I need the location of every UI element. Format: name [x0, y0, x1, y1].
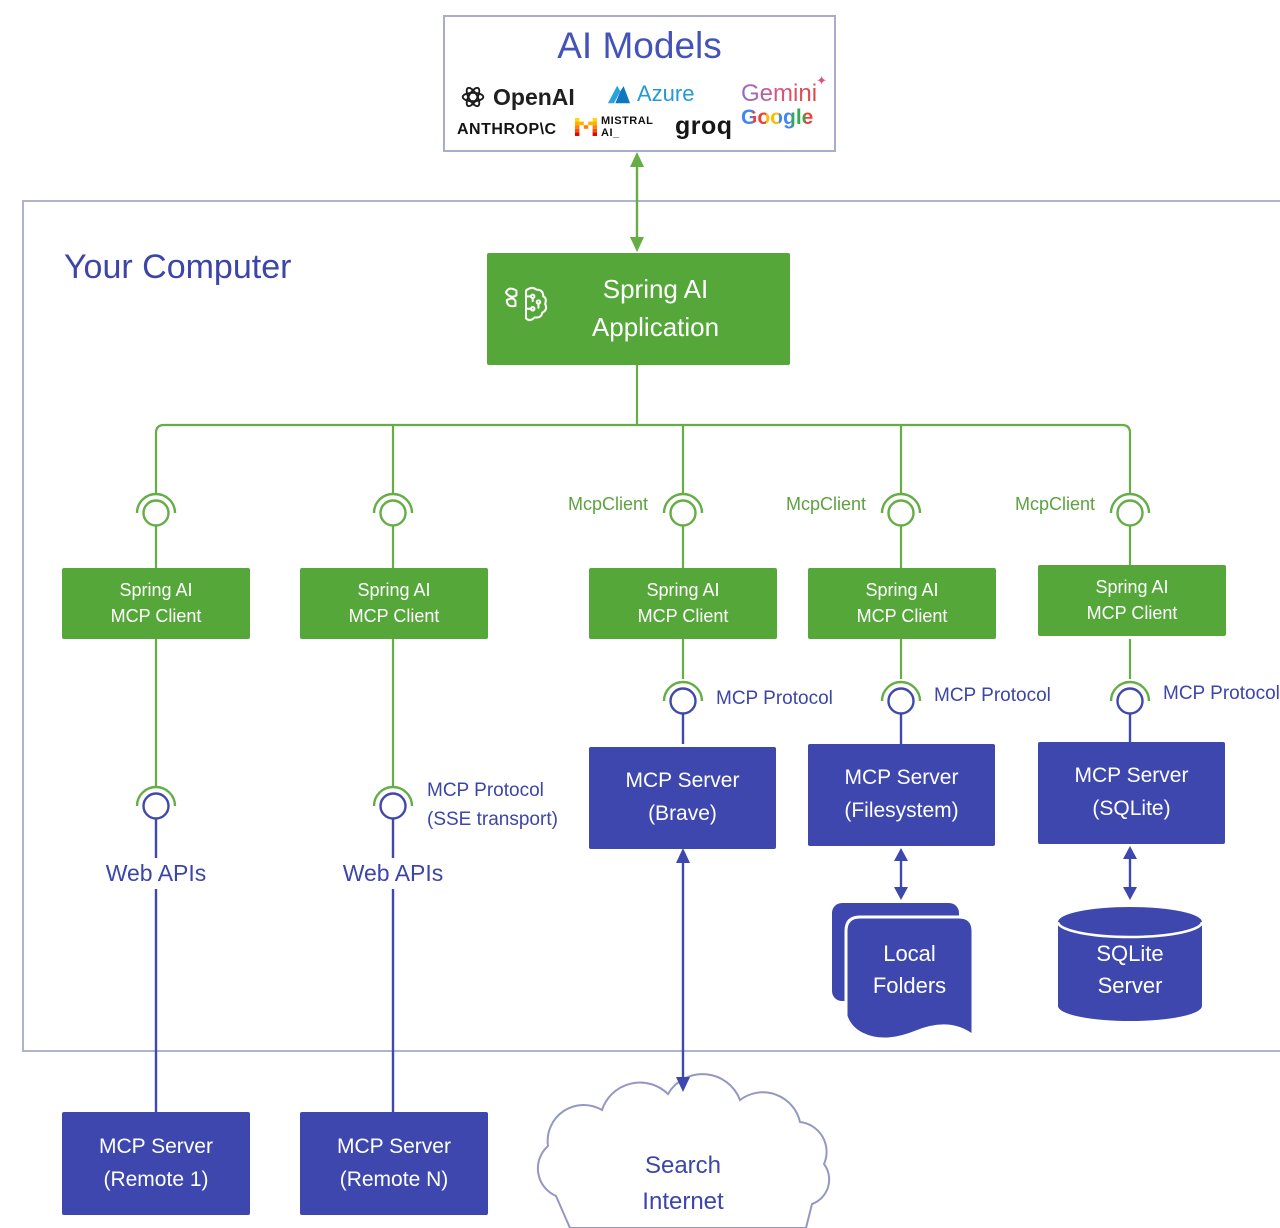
mcpclient-label-1: McpClient	[567, 494, 648, 514]
azure-logo: Azure	[607, 81, 694, 107]
google-logo-text: Google	[741, 107, 817, 129]
mcp-server-sqlite-box: MCP Server (SQLite)	[1038, 742, 1225, 844]
openai-logo: OpenAI	[459, 83, 575, 111]
mistral-logo-text-line1: MISTRAL	[601, 115, 654, 127]
spring-ai-application-box: Spring AI Application	[487, 253, 790, 365]
gemini-google-logo: Gemini ✦ Google	[741, 74, 827, 129]
mcp-client-box-1: Spring AI MCP Client	[62, 568, 250, 639]
green-tree-lines	[154, 365, 1132, 787]
mcpclient-label-3: McpClient	[1014, 494, 1095, 514]
mcp-client-box-5: Spring AI MCP Client	[1038, 565, 1226, 636]
gemini-logo-text: Gemini	[741, 80, 818, 107]
mcp-server-filesystem-box: MCP Server (Filesystem)	[808, 744, 995, 846]
mcp-server-remoteN-box: MCP Server (Remote N)	[300, 1112, 488, 1215]
ai-models-title: AI Models	[557, 25, 722, 66]
gemini-sparkle-icon: ✦	[816, 73, 828, 88]
mcp-client-box-3: Spring AI MCP Client	[589, 568, 777, 639]
web-apis-label-2: Web APIs	[323, 858, 463, 889]
mcp-protocol-socket-circles	[142, 687, 1144, 1112]
mistral-logo-icon	[575, 118, 597, 137]
openai-logo-icon	[461, 86, 485, 108]
internet-cloud-shape	[536, 1073, 831, 1228]
mcp-protocol-label-1: MCP Protocol	[716, 688, 833, 709]
blue-arrowheads	[676, 846, 1137, 1092]
mcp-client-box-2: Spring AI MCP Client	[300, 568, 488, 639]
mcp-protocol-label-3: MCP Protocol	[1163, 683, 1280, 704]
web-apis-label-1: Web APIs	[86, 858, 226, 889]
mcp-protocol-socket-arcs	[135, 680, 1151, 807]
mcp-protocol-label-2: MCP Protocol	[934, 685, 1051, 706]
ai-models-box: AI Models OpenAI ANTHROP\C Azure	[443, 15, 836, 152]
mcp-client-box-4: Spring AI MCP Client	[808, 568, 996, 639]
search-internet-label: Search Internet	[642, 1152, 724, 1215]
mcpclient-label-2: McpClient	[785, 494, 866, 514]
local-folders-shape	[832, 903, 975, 1041]
spring-ai-application-label: Spring AI Application	[591, 274, 720, 342]
groq-logo: groq	[675, 112, 733, 140]
mcpclient-socket-icons	[135, 492, 1151, 527]
sqlite-server-shape	[1056, 907, 1204, 1021]
mistral-logo-text-line2: AI_	[601, 126, 620, 139]
sqlite-server-label: SQLite Server	[1096, 941, 1164, 998]
local-folders-label: Local Folders	[872, 941, 947, 998]
mcp-server-remote1-box: MCP Server (Remote 1)	[62, 1112, 250, 1215]
azure-logo-text: Azure	[637, 81, 695, 106]
your-computer-title: Your Computer	[64, 248, 292, 286]
your-computer-box	[22, 200, 1280, 1052]
azure-logo-icon	[607, 85, 631, 104]
sse-transport-label: MCP Protocol (SSE transport)	[427, 780, 558, 830]
spring-ai-brain-icon	[504, 286, 548, 322]
openai-logo-text: OpenAI	[493, 83, 575, 110]
ai-to-app-arrow	[630, 152, 644, 252]
mistral-logo: MISTRAL AI_	[575, 115, 654, 139]
anthropic-logo: ANTHROP\C	[457, 121, 557, 138]
mcp-server-brave-box: MCP Server (Brave)	[589, 747, 776, 849]
